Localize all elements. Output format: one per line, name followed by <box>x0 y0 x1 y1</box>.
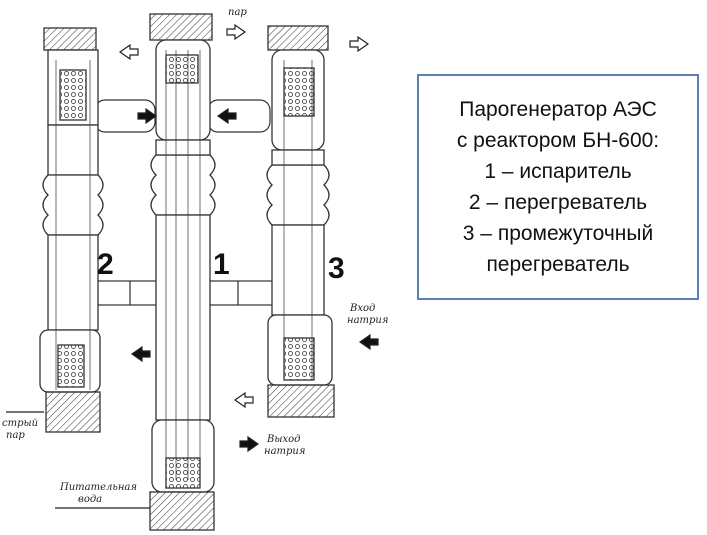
sodium-out-label-2: натрия <box>264 446 306 457</box>
evaporator-column <box>149 13 216 531</box>
feedwater-label-2: вода <box>78 494 102 505</box>
superheater-column <box>39 27 104 433</box>
evaporator-number: 1 <box>213 248 230 281</box>
upper-connecting-pipes <box>94 99 271 133</box>
sodium-in-label-1: Вход <box>349 303 375 314</box>
feedwater-label-1: Питательная <box>59 482 137 493</box>
superheater-number: 2 <box>97 248 114 281</box>
caption-box: Парогенератор АЭС с реактором БН-600: 1 … <box>417 74 699 300</box>
caption-line-1: Парогенератор АЭС <box>459 98 657 121</box>
intermediate-superheater-number: 3 <box>328 252 345 285</box>
sodium-out-label-1: Выход <box>266 434 301 445</box>
raw-steam-label-1: стрый <box>2 418 38 429</box>
caption-line-2: с реактором БН-600: <box>456 129 660 152</box>
steam-generator-drawing: 2 1 3 пар Вход натрия Выход натрия Питат… <box>2 7 389 531</box>
flow-arrows <box>6 23 379 509</box>
caption-line-3: 1 – испаритель <box>484 160 632 183</box>
caption-line-6: перегреватель <box>486 253 630 276</box>
intermediate-superheater-column <box>266 25 335 418</box>
sodium-in-label-2: натрия <box>347 315 389 326</box>
steam-out-label: пар <box>228 7 247 18</box>
caption-line-4: 2 – перегреватель <box>468 191 648 214</box>
caption-line-5: 3 – промежуточный <box>462 222 654 245</box>
raw-steam-label-2: пар <box>6 430 25 441</box>
